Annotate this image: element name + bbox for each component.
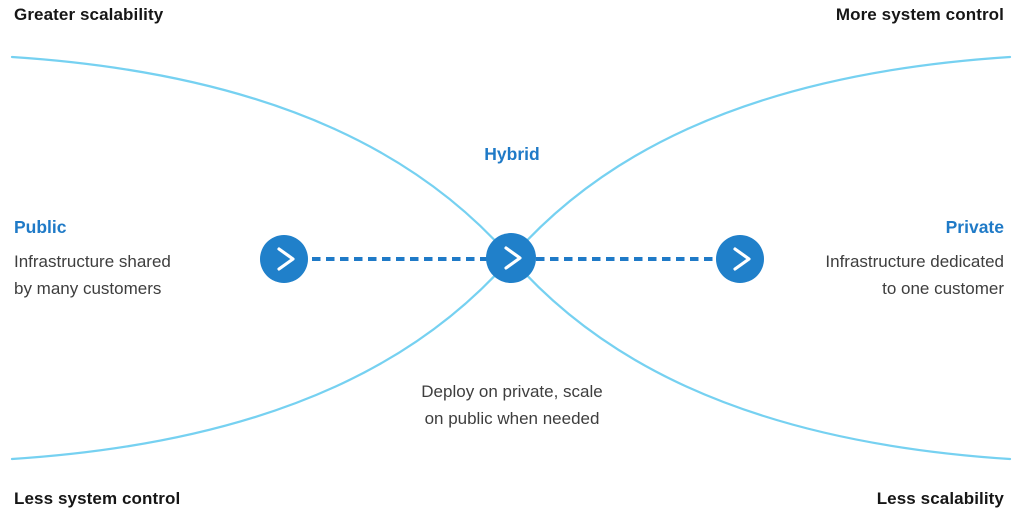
- corner-label-greater-scalability: Greater scalability: [14, 5, 164, 24]
- chevron-right-icon: [504, 246, 522, 270]
- public-node-title: Public: [14, 217, 67, 237]
- private-node-circle: [716, 235, 764, 283]
- chevron-right-icon: [733, 247, 751, 271]
- private-description-line-2: to one customer: [882, 279, 1004, 298]
- corner-label-less-system-control: Less system control: [14, 489, 181, 508]
- hybrid-description-line-2: on public when needed: [424, 409, 600, 428]
- public-description-line-2: by many customers: [14, 279, 162, 298]
- public-description-line-1: Infrastructure shared: [14, 252, 171, 271]
- public-node-marker: [260, 235, 308, 283]
- chevron-right-icon: [277, 247, 295, 271]
- private-description-line-1: Infrastructure dedicated: [825, 252, 1004, 271]
- hybrid-description-line-1: Deploy on private, scale: [421, 382, 603, 401]
- hybrid-node-description: Deploy on private, scale on public when …: [421, 378, 602, 432]
- corner-label-less-scalability: Less scalability: [876, 489, 1004, 508]
- hybrid-node-circle: [486, 233, 536, 283]
- hybrid-node-title: Hybrid: [484, 144, 540, 164]
- corner-label-more-system-control: More system control: [835, 5, 1004, 24]
- private-node-description: Infrastructure dedicated to one customer: [825, 248, 1004, 302]
- public-node-description: Infrastructure shared by many customers: [14, 248, 171, 302]
- hybrid-node-marker: [486, 233, 536, 283]
- private-node-title: Private: [945, 217, 1004, 237]
- private-node-marker: [716, 235, 764, 283]
- public-node-circle: [260, 235, 308, 283]
